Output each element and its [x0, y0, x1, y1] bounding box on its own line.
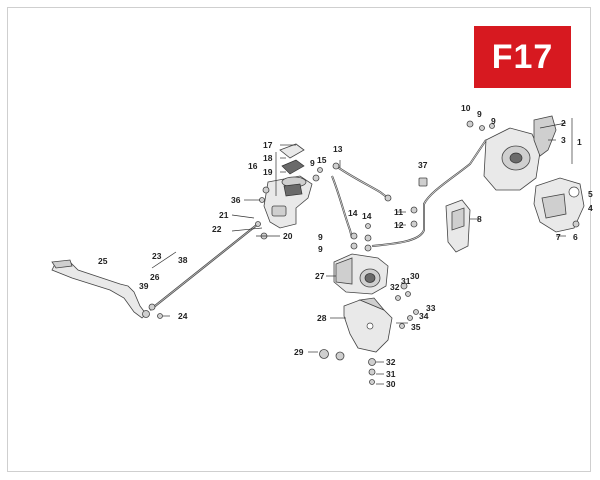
callout-39: 39: [139, 281, 149, 291]
callout-38: 38: [178, 255, 188, 265]
callout-11: 11: [394, 207, 403, 217]
leader-lines: [151, 118, 573, 385]
callout-35: 35: [411, 322, 421, 332]
callout-21: 21: [219, 210, 229, 220]
callout-12: 12: [394, 220, 404, 230]
callout-labels: 1 2 3 4 5 6 7 8 9 9 9 9 9 10 11 12 13 14…: [98, 103, 593, 389]
callout-20: 20: [283, 231, 293, 241]
fittings-master[interactable]: [259, 167, 323, 240]
fasteners-abs[interactable]: [319, 282, 419, 385]
callout-10: 10: [461, 103, 471, 113]
abs-modulator[interactable]: [333, 253, 389, 295]
callout-24: 24: [178, 311, 188, 321]
callout-18: 18: [263, 153, 273, 163]
callout-29: 29: [294, 347, 304, 357]
callout-30a: 30: [410, 271, 420, 281]
callout-33: 33: [426, 303, 436, 313]
callout-31b: 31: [386, 369, 396, 379]
callout-9e: 9: [318, 244, 323, 254]
reservoir-cap[interactable]: [279, 143, 305, 175]
callout-26: 26: [150, 272, 160, 282]
callout-22: 22: [212, 224, 222, 234]
callout-13: 13: [333, 144, 343, 154]
callout-23: 23: [152, 251, 162, 261]
brake-hose-13[interactable]: [332, 162, 392, 202]
diagram-frame: [7, 7, 591, 472]
section-badge: F17: [474, 26, 571, 88]
callout-17: 17: [263, 140, 273, 150]
callout-8: 8: [477, 214, 482, 224]
brake-hose-lower[interactable]: [331, 175, 353, 239]
callout-25: 25: [98, 256, 108, 266]
callout-27: 27: [315, 271, 325, 281]
brake-hose-front[interactable]: [371, 139, 487, 247]
callout-32a: 32: [390, 282, 400, 292]
callout-9b: 9: [491, 116, 496, 126]
callout-7: 7: [556, 232, 561, 242]
callout-9c: 9: [310, 158, 315, 168]
callout-37: 37: [418, 160, 428, 170]
callout-32b: 32: [386, 357, 396, 367]
callout-2: 2: [561, 118, 566, 128]
hose-clips[interactable]: [410, 120, 495, 228]
brake-caliper-lower[interactable]: [533, 177, 585, 233]
callout-28: 28: [317, 313, 327, 323]
callout-19: 19: [263, 167, 273, 177]
callout-15: 15: [317, 155, 327, 165]
cover-plate[interactable]: [445, 199, 471, 253]
abs-bracket[interactable]: [343, 297, 393, 353]
actuator-rod[interactable]: [148, 221, 261, 311]
callout-4: 4: [588, 203, 593, 213]
pin-24[interactable]: [157, 313, 171, 319]
callout-14a: 14: [348, 208, 358, 218]
callout-9d: 9: [318, 232, 323, 242]
callout-31a: 31: [401, 276, 411, 286]
callout-34: 34: [419, 311, 429, 321]
callout-14b: 14: [362, 211, 372, 221]
callout-5: 5: [588, 189, 593, 199]
callout-16: 16: [248, 161, 258, 171]
callout-3: 3: [561, 135, 566, 145]
banjo-bolts[interactable]: [350, 223, 372, 252]
callout-6: 6: [573, 232, 578, 242]
callout-1: 1: [577, 137, 582, 147]
callout-9a: 9: [477, 109, 482, 119]
callout-36: 36: [231, 195, 241, 205]
callout-30b: 30: [386, 379, 396, 389]
master-cylinder[interactable]: [263, 175, 313, 229]
brake-pedal-lever[interactable]: [51, 259, 150, 319]
